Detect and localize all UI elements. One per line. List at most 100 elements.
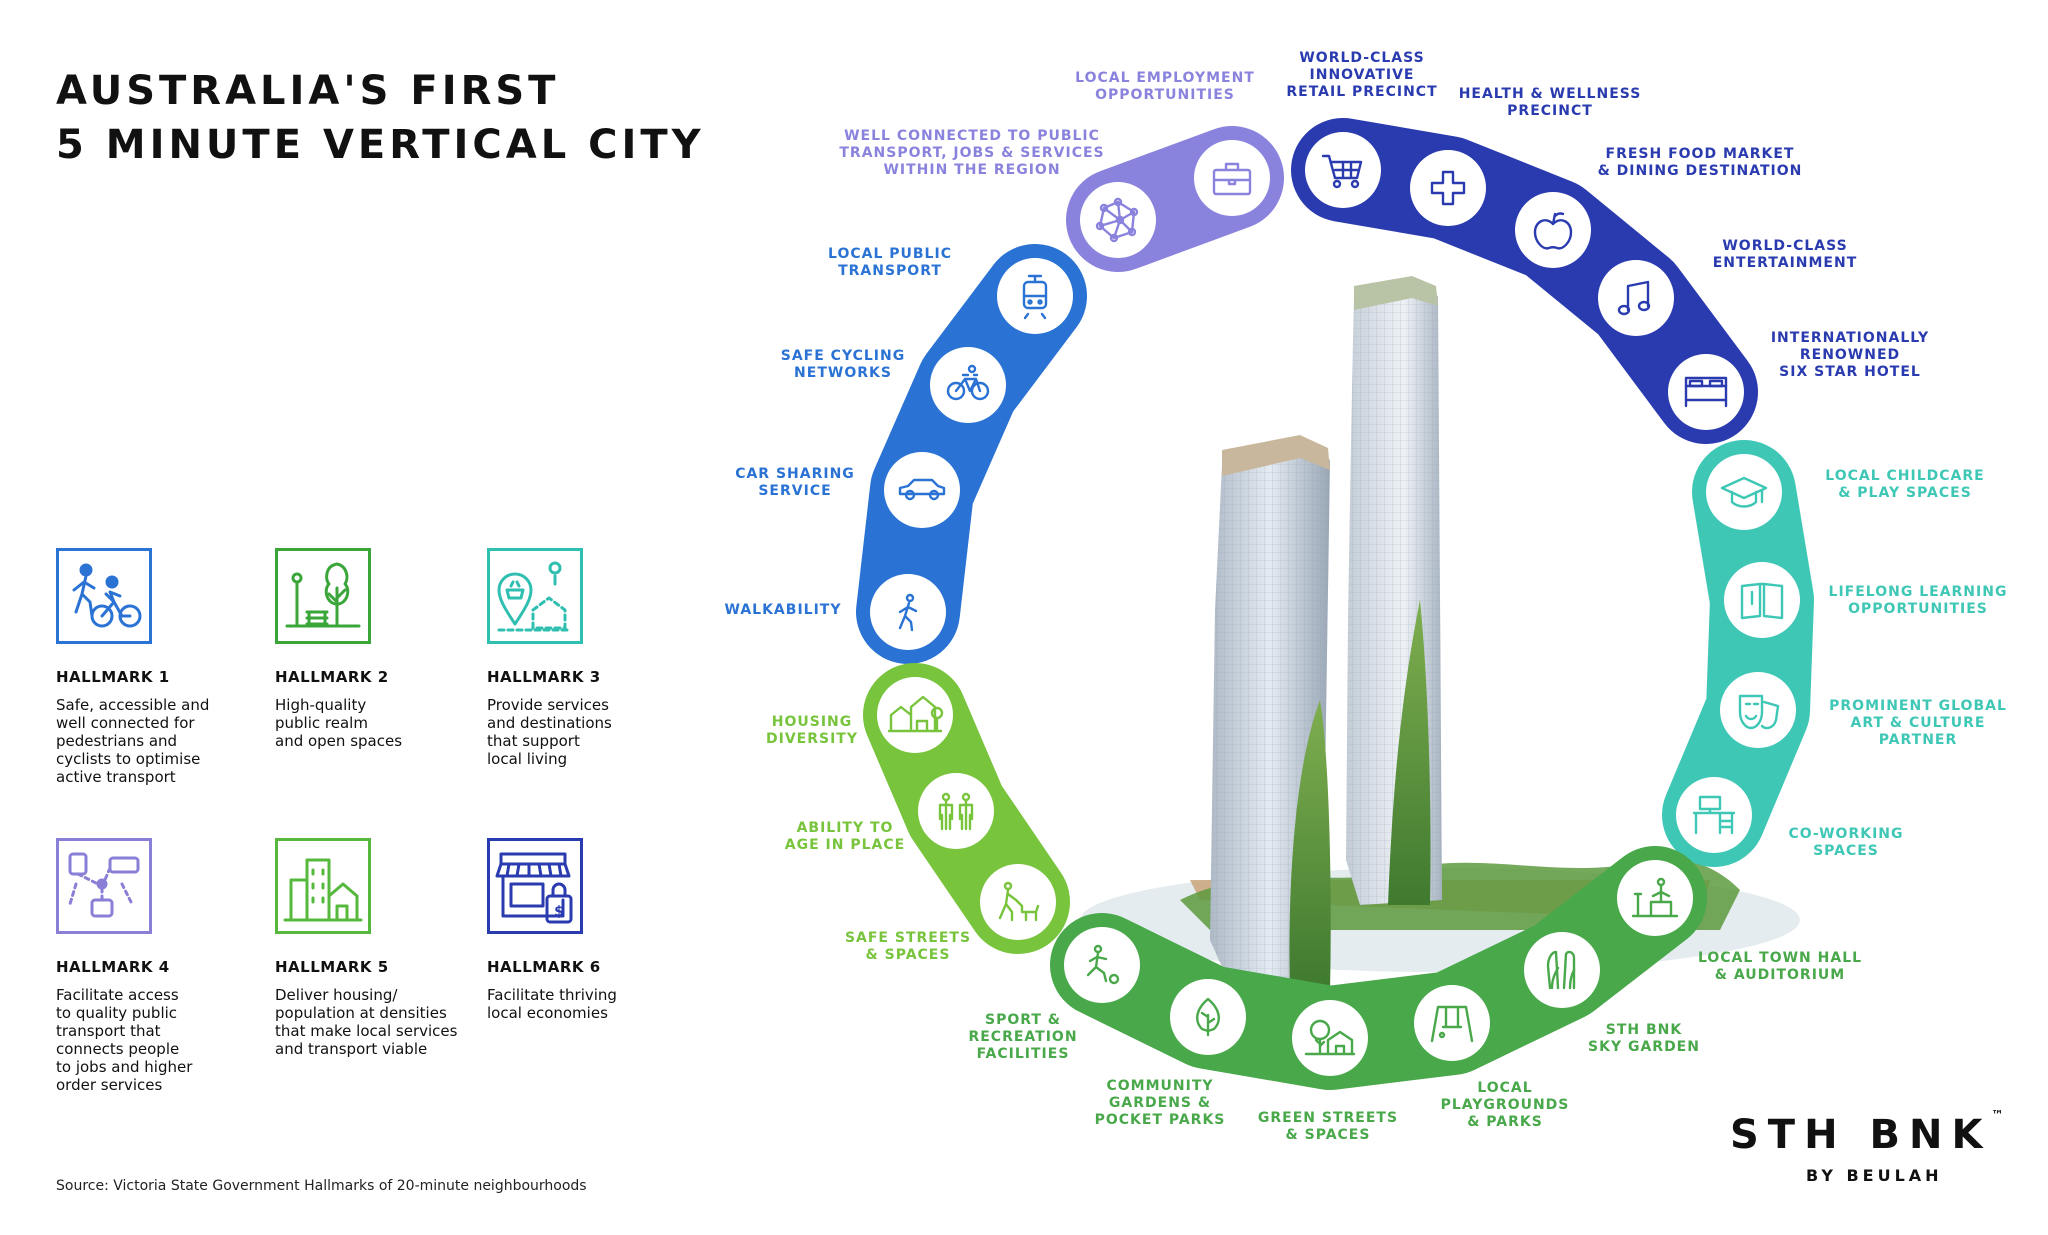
housing-density-icon	[275, 838, 371, 934]
icon-disc	[884, 452, 960, 528]
band-teal	[1662, 440, 1814, 867]
icon-glyph	[1304, 1019, 1356, 1056]
walk-cycle-icon	[56, 548, 152, 644]
hallmark-description: High-quality public realm and open space…	[275, 696, 490, 750]
desc-line: to jobs and higher	[56, 1058, 193, 1076]
desc-line: Provide services	[487, 696, 609, 714]
desc-line: Facilitate access	[56, 986, 179, 1004]
icon-disc	[1617, 860, 1693, 936]
swing-icon	[1414, 985, 1490, 1061]
ring-label-line: LOCAL	[1477, 1080, 1532, 1096]
ring-label-green-streets: GREEN STREETS& SPACES	[1258, 1110, 1398, 1143]
page-title: AUSTRALIA'S FIRST 5 MINUTE VERTICAL CITY	[56, 64, 705, 172]
ring-label-line: INNOVATIVE	[1310, 67, 1415, 83]
desc-line: order services	[56, 1076, 163, 1094]
ring-label-line: LOCAL TOWN HALL	[1698, 950, 1862, 966]
icon-glyph	[1738, 694, 1780, 730]
ring-label-line: & SPACES	[866, 947, 951, 963]
ring-label-line: LOCAL PUBLIC	[828, 246, 952, 262]
network-icon	[1080, 182, 1156, 258]
title-line-1: AUSTRALIA'S FIRST	[56, 68, 560, 114]
icon-glyph	[938, 792, 974, 831]
hallmark-description: Facilitate access to quality public tran…	[56, 986, 271, 1094]
desc-line: that support	[487, 732, 580, 750]
house-tree-icon	[1292, 1000, 1368, 1076]
local-services-icon	[487, 548, 583, 644]
ring-label-line: AGE IN PLACE	[785, 837, 905, 853]
icon-disc	[1598, 260, 1674, 336]
ring-label-line: TRANSPORT	[838, 263, 942, 279]
desc-line: Facilitate thriving	[487, 986, 617, 1004]
icon-disc	[918, 773, 994, 849]
car-icon	[884, 452, 960, 528]
icon-glyph	[1533, 212, 1573, 250]
ring-label-line: & DINING DESTINATION	[1598, 163, 1803, 179]
ring-label-walkability: WALKABILITY	[725, 602, 842, 618]
ring-label-line: WITHIN THE REGION	[883, 162, 1060, 178]
desc-line: well connected for	[56, 714, 195, 732]
hallmark-label: HALLMARK 5	[275, 958, 389, 976]
hallmark-5: HALLMARK 5 Deliver housing/ population a…	[275, 838, 490, 1058]
ring-label-line: SKY GARDEN	[1588, 1039, 1700, 1055]
icon-disc	[1524, 932, 1600, 1008]
desc-line: and transport viable	[275, 1040, 428, 1058]
ring-label-line: & PARKS	[1467, 1114, 1543, 1130]
title-line-2: 5 MINUTE VERTICAL CITY	[56, 122, 705, 168]
ring-label-line: LOCAL CHILDCARE	[1825, 468, 1984, 484]
icon-glyph	[898, 478, 946, 501]
towers-icon	[1524, 932, 1600, 1008]
icon-disc	[1515, 192, 1591, 268]
ring-label-line: PROMINENT GLOBAL	[1829, 698, 2007, 714]
desc-line: transport that	[56, 1022, 161, 1040]
icon-glyph	[887, 695, 944, 733]
desc-line: Safe, accessible and	[56, 696, 210, 714]
desc-line: connects people	[56, 1040, 180, 1058]
ring-label-line: WORLD-CLASS	[1299, 50, 1424, 66]
ring-label-line: STH BNK	[1606, 1022, 1683, 1038]
icon-disc	[1676, 777, 1752, 853]
ring-label-childcare: LOCAL CHILDCARE& PLAY SPACES	[1825, 468, 1984, 501]
ring-label-line: GARDENS &	[1109, 1095, 1211, 1111]
icon-disc	[1668, 354, 1744, 430]
ring-label-line: SPORT &	[985, 1012, 1061, 1028]
shopfront-icon: $	[487, 838, 583, 934]
icon-glyph	[1086, 944, 1120, 985]
desk-icon	[1676, 777, 1752, 853]
trademark-symbol: ™	[1991, 1108, 2004, 1122]
transport-network-icon	[56, 838, 152, 934]
hallmark-3: HALLMARK 3 Provide services and destinat…	[487, 548, 702, 768]
icon-glyph	[898, 593, 918, 632]
ring-label-line: HEALTH & WELLNESS	[1459, 86, 1642, 102]
icon-glyph	[1684, 376, 1728, 408]
family-icon	[918, 773, 994, 849]
ring-label-line: LIFELONG LEARNING	[1829, 584, 2008, 600]
ring-label-line: OPPORTUNITIES	[1848, 601, 1988, 617]
ring-label-line: RENOWNED	[1800, 347, 1900, 363]
desc-line: population at densities	[275, 1004, 447, 1022]
desc-line: public realm	[275, 714, 368, 732]
leaf-icon	[1170, 979, 1246, 1055]
apple-icon	[1515, 192, 1591, 268]
hallmark-4: HALLMARK 4 Facilitate access to quality …	[56, 838, 271, 1094]
icon-disc	[1064, 927, 1140, 1003]
ring-label-line: ENTERTAINMENT	[1713, 255, 1858, 271]
shopping-cart-icon	[1305, 132, 1381, 208]
brand-subtitle: BY BEULAH	[1806, 1166, 1943, 1185]
football-player-icon	[1064, 927, 1140, 1003]
music-note-icon	[1598, 260, 1674, 336]
right-vertical-garden	[1388, 600, 1431, 905]
ring-label-line: GREEN STREETS	[1258, 1110, 1398, 1126]
desc-line: local economies	[487, 1004, 608, 1022]
ring-label-line: FACILITIES	[977, 1046, 1070, 1062]
podium-icon	[1617, 860, 1693, 936]
ring-label-safe-streets: SAFE STREETS& SPACES	[845, 930, 971, 963]
hallmark-description: Deliver housing/ population at densities…	[275, 986, 490, 1058]
walking-person-icon	[870, 574, 946, 650]
